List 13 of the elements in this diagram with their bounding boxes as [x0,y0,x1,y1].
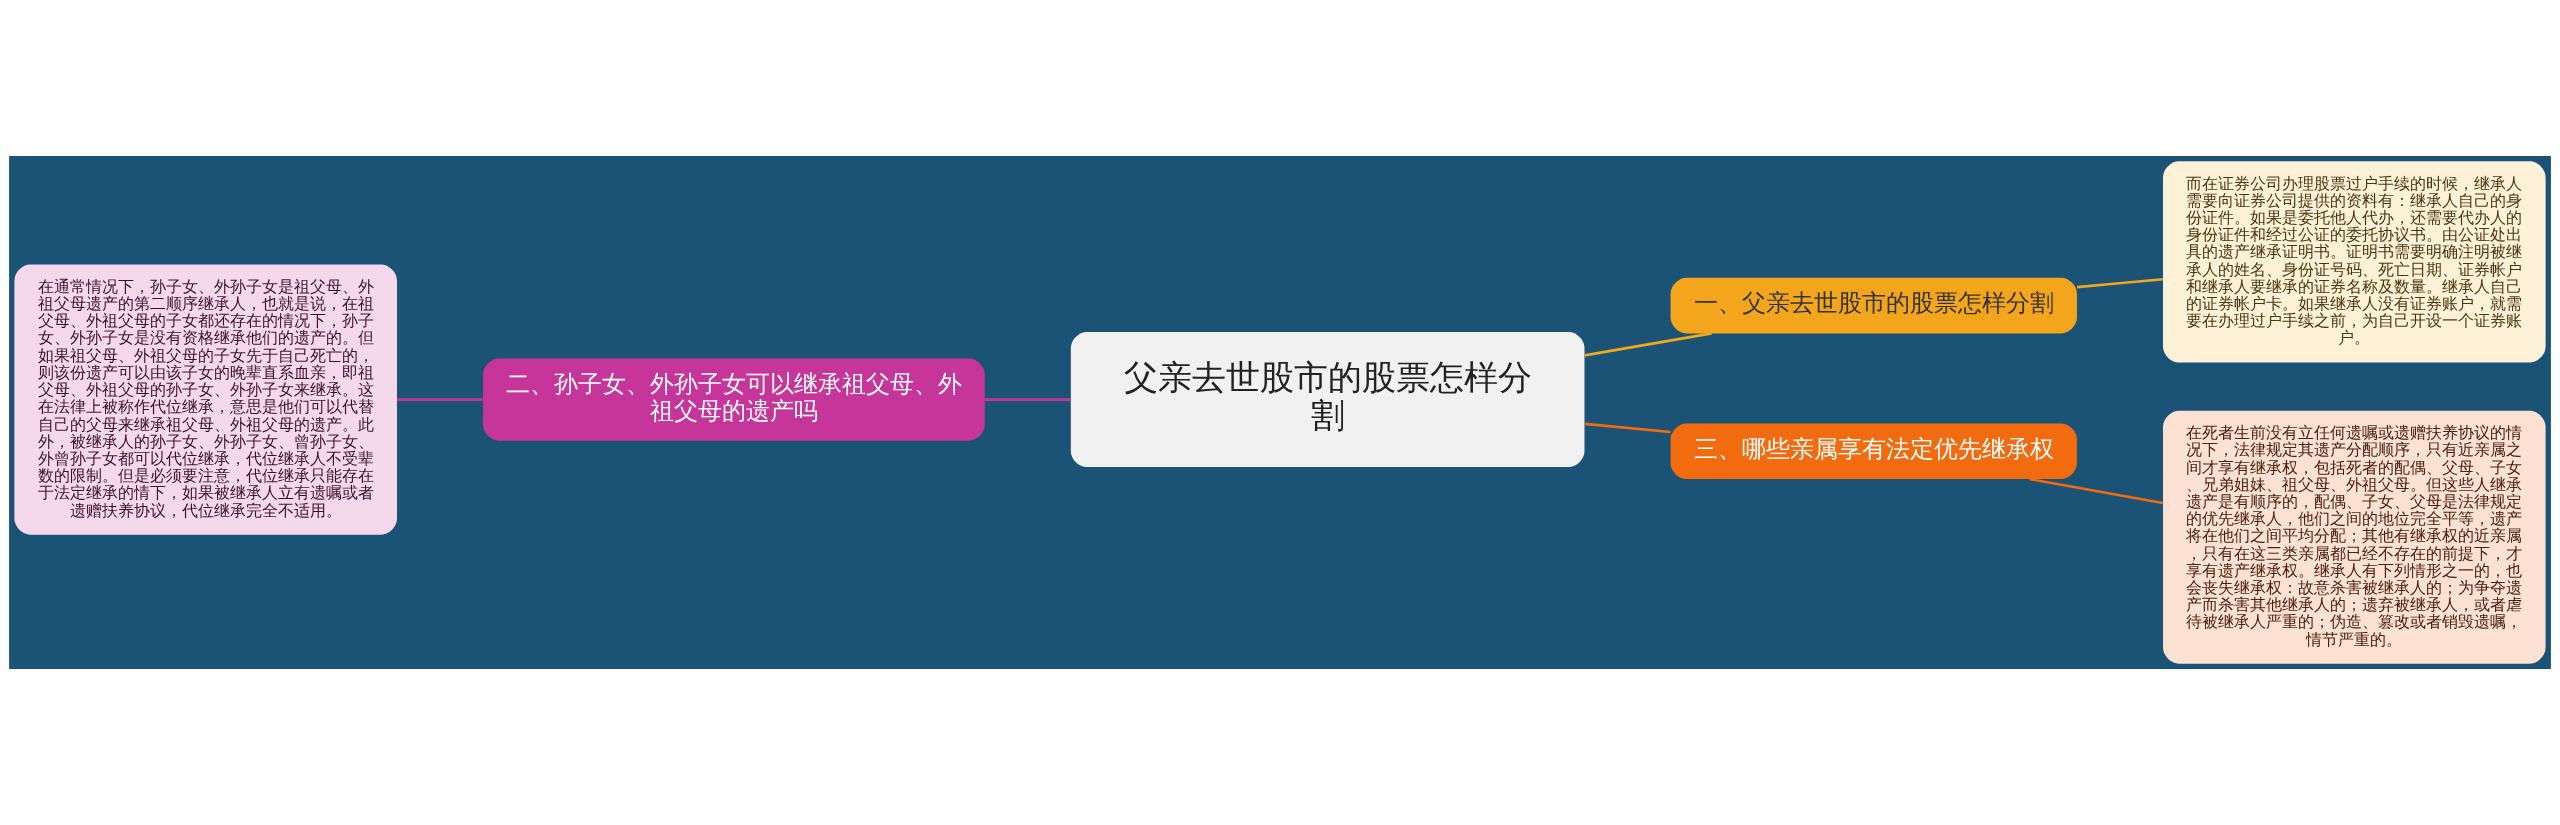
connector [1584,422,1671,434]
connector [397,398,483,401]
node-box: 在通常情况下，孙子女、外孙子女是祖父母、外祖父母遗产的第二顺序继承人，也就是说，在祖父母、外祖父母的子女都还存在的情况下，孙子女、外孙子女是没有资格继承他们的遗产的。但如果祖父母、外祖父母的子女先于自己死亡的，则该份遗产可以由该子女的晚辈直系血亲，即祖父母、外祖父母的孙子女、外孙子女来继承。这在法律上被称作代位继承，意思是他们可以代替自己的父母来继承祖父母、外祖父母的遗产。此外，被继承人的孙子女、外孙子女、曾孙子女、外曾孙子女都可以代位继承，代位继承人不受辈数的限制。但是必须要注意，代位继承只能存在于法定继承的情下，如果被继承人立有遗嘱或者遗赠扶养协议，代位继承完全不适用。 [14,264,397,535]
node-box: 在死者生前没有立任何遗嘱或遗赠扶养协议的情况下，法律规定其遗产分配顺序，只有近亲属之间才享有继承权，包括死者的配偶、父母、子女、兄弟姐妹、祖父母、外祖父母。但这些人继承遗产是有顺序的，配偶、子女、父母是法律规定的优先继承人，他们之间的地位完全平等，遗产将在他们之间平均分配；其他有继承权的近亲属，只有在这三类亲属都已经不存在的前提下，才享有遗产继承权。继承人有下列情形之一的，也会丧失继承权：故意杀害被继承人的；为争夺遗产而杀害其他继承人的；遗弃被继承人，或者虐待被继承人严重的；伪造、篡改或者销毁遗嘱，情节严重的。 [2163,410,2546,664]
connector [985,398,1071,401]
node-box: 二、孙子女、外孙子女可以继承祖父母、外祖父母的遗产吗 [483,358,985,441]
connector [1584,332,1712,357]
connector [2029,477,2163,505]
node-box: 一、父亲去世股市的股票怎样分割 [1670,277,2077,334]
connector [2076,278,2163,289]
node-box: 而在证券公司办理股票过户手续的时候，继承人需要向证券公司提供的资料有：继承人自己的身份证件。如果是委托他人代办，还需要代办人的身份证件和经过公证的委托协议书。由公证处出具的遗产继承证明书。证明书需要明确注明被继承人的姓名、身份证号码、死亡日期、证券帐户和继承人要继承的证券名称及数量。继承人自己的证券帐户卡。如果继承人没有证券账户，就需要在办理过户手续之前，为自己开设一个证券账户。 [2163,161,2546,363]
node-box: 三、哪些亲属享有法定优先继承权 [1670,423,2077,479]
node-box: 父亲去世股市的股票怎样分割 [1070,332,1585,468]
